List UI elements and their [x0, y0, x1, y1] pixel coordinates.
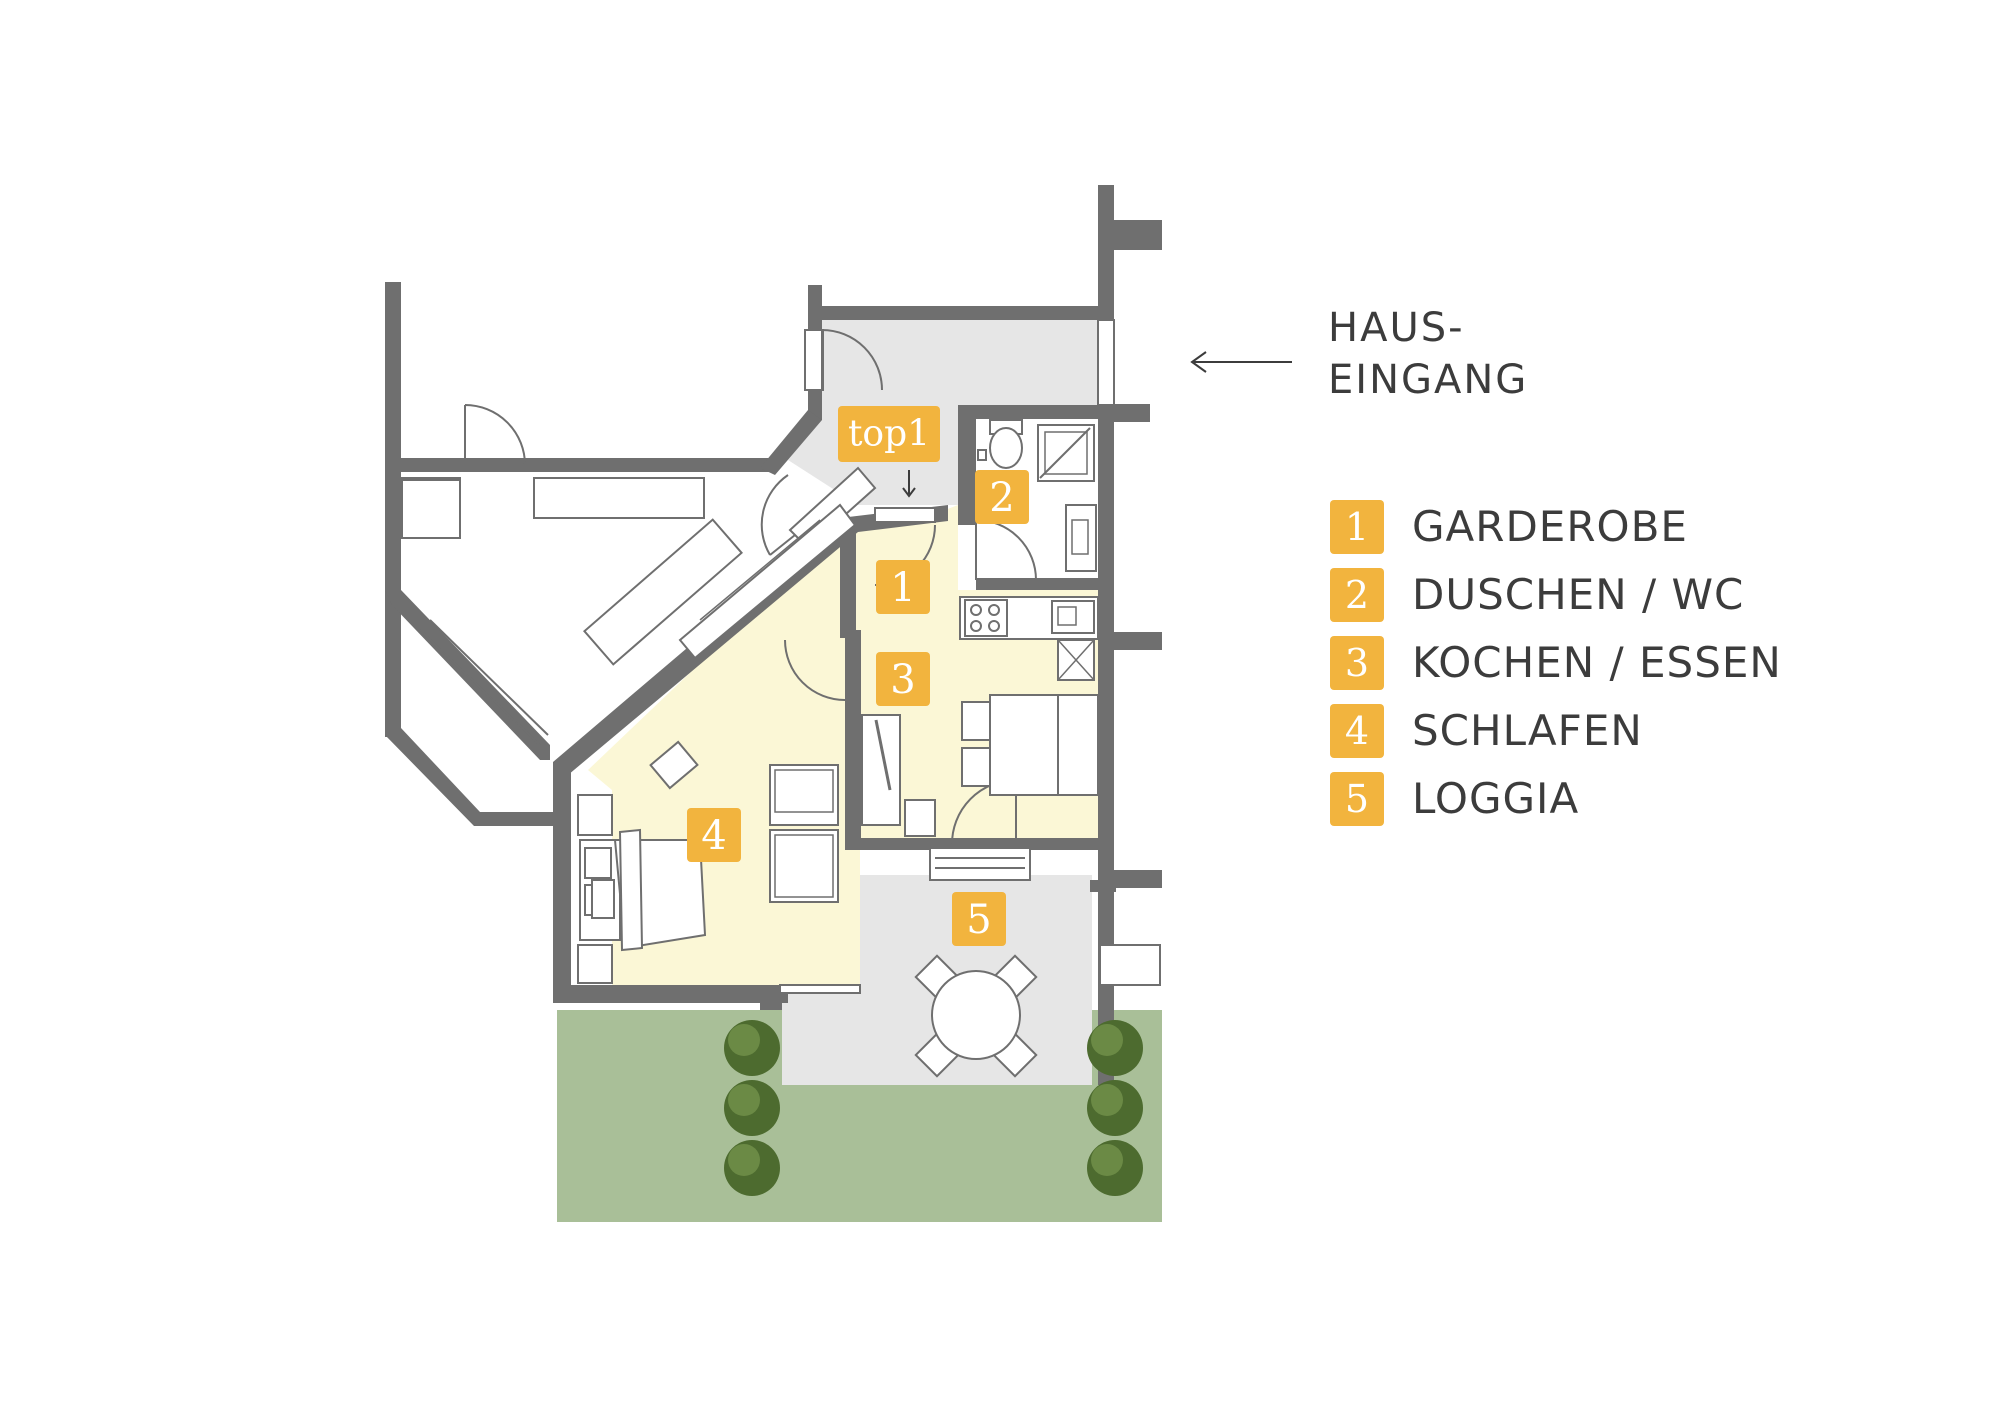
bedroom-furniture — [577, 714, 936, 984]
wardrobe — [678, 466, 877, 660]
legend-badge-4: 4 — [1330, 704, 1384, 758]
entry-steps — [929, 847, 1031, 881]
tree-icon — [724, 1140, 780, 1196]
legend-badge-3: 3 — [1330, 636, 1384, 690]
bathroom-fixtures — [977, 419, 1097, 572]
doors — [784, 319, 1115, 846]
apartment-label: top1 — [848, 414, 930, 455]
toilet-icon — [989, 419, 1023, 469]
entrance-line-2: EINGANG — [1328, 357, 1529, 403]
legend-label-5: LOGGIA — [1412, 774, 1580, 823]
room-badge-1: 1 — [876, 560, 930, 614]
legend-badge-1: 1 — [1330, 500, 1384, 554]
main-walls — [553, 185, 1162, 1085]
svg-text:5: 5 — [966, 897, 991, 943]
bed-icon — [579, 828, 707, 952]
tree-icon — [724, 1020, 780, 1076]
room-badge-3: 3 — [876, 652, 930, 706]
legend-badge-5: 5 — [1330, 772, 1384, 826]
tree-icon — [1087, 1140, 1143, 1196]
svg-text:1: 1 — [890, 565, 915, 611]
legend-label-1: GARDEROBE — [1412, 502, 1688, 551]
kitchen-fixtures — [959, 596, 1099, 796]
legend-label-2: DUSCHEN / WC — [1412, 570, 1745, 619]
table-icon — [989, 694, 1059, 796]
tree-icon — [1087, 1020, 1143, 1076]
trees — [724, 1020, 1143, 1196]
entrance-label: HAUS- EINGANG — [1328, 302, 1528, 406]
legend-badge-2: 2 — [1330, 568, 1384, 622]
svg-text:3: 3 — [890, 657, 915, 703]
entrance-line-1: HAUS- — [1328, 305, 1465, 351]
tree-icon — [724, 1080, 780, 1136]
loggia-furniture — [914, 954, 1038, 1078]
neighbor-walls — [385, 282, 821, 826]
room-badge-2: 2 — [975, 470, 1029, 524]
svg-text:4: 4 — [701, 813, 726, 859]
legend-label-4: SCHLAFEN — [1412, 706, 1643, 755]
arrow-left-icon — [1190, 351, 1292, 373]
sink-icon — [1065, 504, 1097, 572]
room-badge-4: 4 — [687, 808, 741, 862]
tree-icon — [1087, 1080, 1143, 1136]
legend-label-3: KOCHEN / ESSEN — [1412, 638, 1782, 687]
apartment-badge: top1 — [838, 406, 940, 462]
svg-text:2: 2 — [989, 475, 1014, 521]
stove-icon — [964, 599, 1008, 637]
room-badge-5: 5 — [952, 892, 1006, 946]
